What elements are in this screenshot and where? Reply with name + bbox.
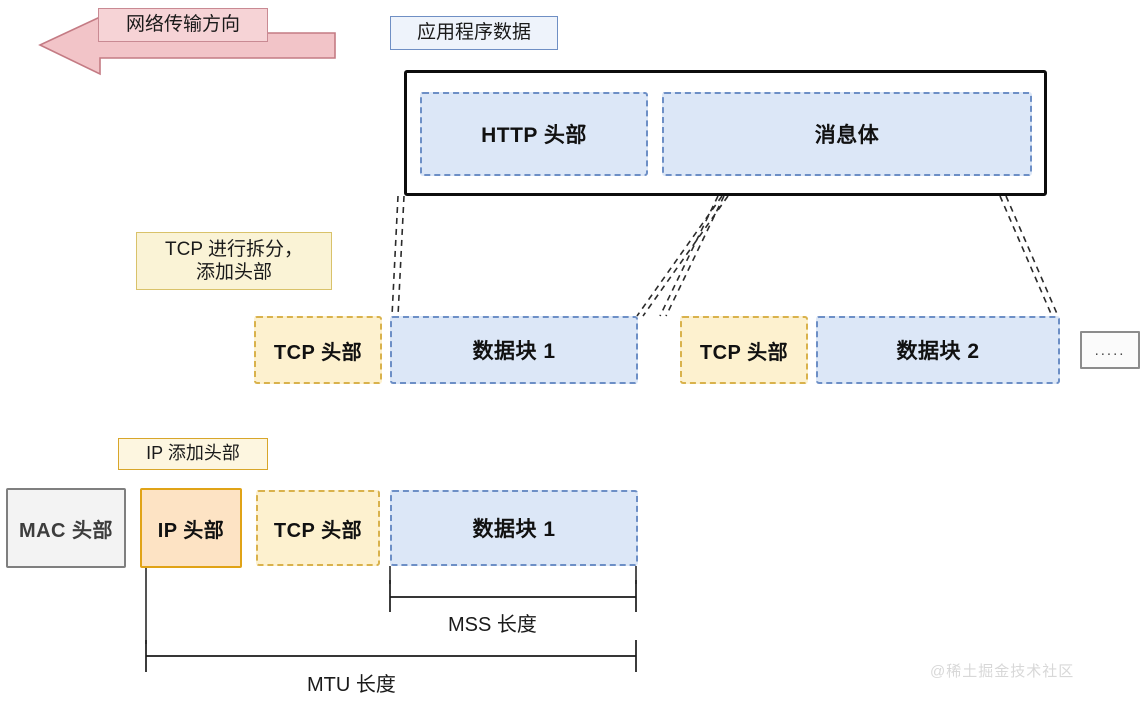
message-body-box: 消息体 xyxy=(662,92,1032,176)
application-data-label: 应用程序数据 xyxy=(390,16,558,50)
transmission-direction-label: 网络传输方向 xyxy=(98,8,268,42)
watermark: @稀土掘金技术社区 xyxy=(930,663,1075,680)
tcp-header-box-2: TCP 头部 xyxy=(680,316,808,384)
ip-layer-tcp-header-box: TCP 头部 xyxy=(256,490,380,566)
measure-extension-ticks xyxy=(145,566,637,644)
data-block-box-1: 数据块 1 xyxy=(390,316,638,384)
tcp-split-annotation: TCP 进行拆分， 添加头部 xyxy=(136,232,332,290)
ellipsis-box: ..... xyxy=(1080,331,1140,369)
http-header-box: HTTP 头部 xyxy=(420,92,648,176)
ip-header-box: IP 头部 xyxy=(140,488,242,568)
data-block-box-2: 数据块 2 xyxy=(816,316,1060,384)
tcp-header-box-1: TCP 头部 xyxy=(254,316,382,384)
ip-add-header-annotation: IP 添加头部 xyxy=(118,438,268,470)
mac-header-box: MAC 头部 xyxy=(6,488,126,568)
mss-length-label: MSS 长度 xyxy=(448,614,537,636)
connector-lines xyxy=(391,195,1059,317)
ip-layer-data-block-box: 数据块 1 xyxy=(390,490,638,566)
mtu-length-label: MTU 长度 xyxy=(307,674,396,696)
